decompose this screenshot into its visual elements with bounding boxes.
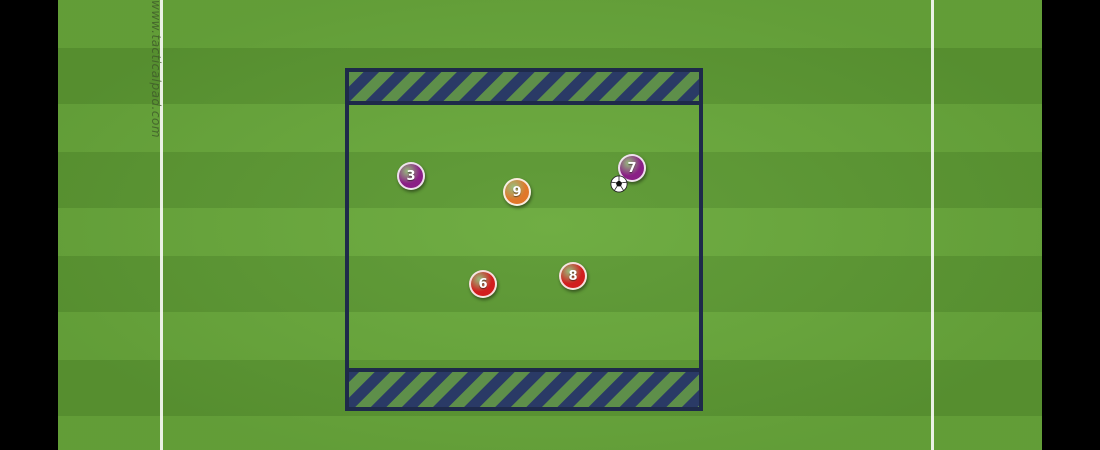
player-number: 8 (568, 268, 578, 284)
player-number: 9 (512, 184, 522, 200)
top-end-zone (345, 68, 703, 105)
player-marker[interactable]: 6 (469, 270, 497, 298)
bottom-end-zone (345, 368, 703, 411)
left-touchline (160, 0, 163, 450)
right-touchline (931, 0, 934, 450)
player-number: 3 (406, 168, 416, 184)
player-marker[interactable]: 3 (397, 162, 425, 190)
soccer-ball-icon[interactable] (610, 175, 628, 193)
player-number: 7 (627, 160, 637, 176)
player-marker[interactable]: 8 (559, 262, 587, 290)
player-marker[interactable]: 9 (503, 178, 531, 206)
playing-area-boundary (345, 68, 703, 411)
player-number: 6 (478, 276, 488, 292)
